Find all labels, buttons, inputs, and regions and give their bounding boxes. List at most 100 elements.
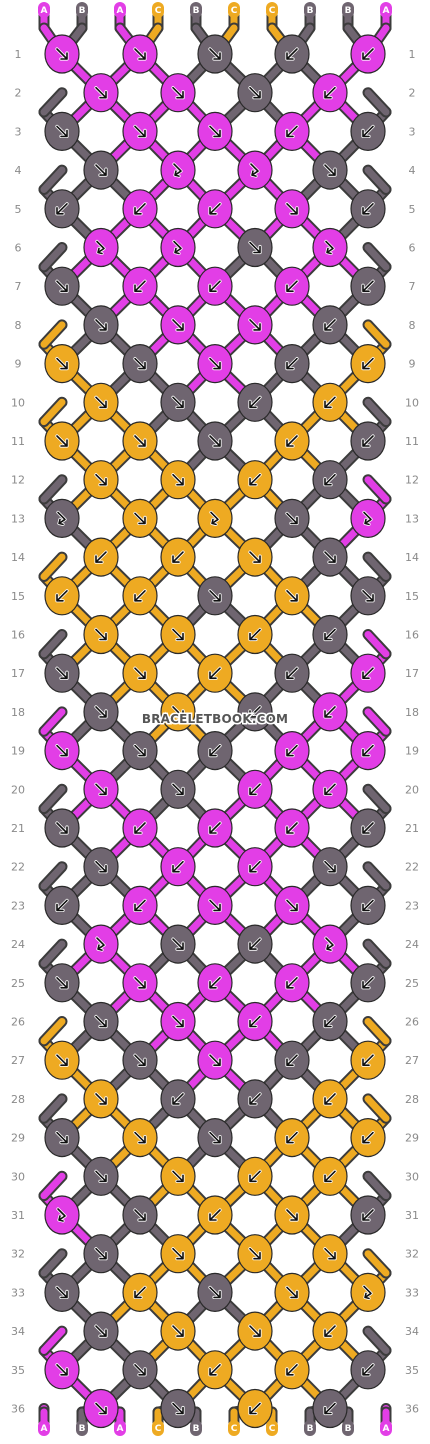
direction-arrow-icon [248,86,262,100]
direction-arrow-icon [94,860,108,874]
direction-arrow-icon [285,202,299,216]
arrow-stroke [56,203,68,215]
direction-arrow-icon [133,821,147,835]
row-number-left: 25 [11,977,25,990]
direction-arrow-icon [94,86,108,100]
string-label-top: A [117,6,124,16]
direction-arrow-icon [285,357,299,371]
edge-strand-right [364,785,390,813]
direction-arrow-icon [285,279,299,293]
arrow-stroke [56,899,68,912]
direction-arrow-icon [361,666,375,680]
direction-arrow-icon [95,936,106,952]
arrow-stroke [249,319,261,331]
direction-arrow-icon [361,1363,375,1377]
string-label-bottom-pill [190,1420,202,1436]
edge-strand-right [364,863,390,890]
direction-arrow-icon [248,705,262,719]
edge-strand-right [364,1172,390,1200]
row-number-right: 4 [409,164,416,177]
string-label-bottom-pill [266,1420,278,1436]
arrow-stroke [324,86,336,99]
direction-arrow-icon [248,1169,262,1183]
row-number-left: 9 [15,358,22,371]
direction-arrow-icon [133,744,147,758]
arrow-stroke [325,937,334,951]
row-number-left: 36 [11,1403,25,1416]
arrow-stroke [134,1131,146,1144]
arrow-stroke [172,1093,184,1105]
edge-strand-right [364,321,390,348]
arrow-stroke [95,396,107,409]
string-label-top-pill [190,2,202,18]
arrow-stroke [286,48,298,60]
arrow-stroke [286,280,298,292]
arrow-stroke [324,551,336,563]
arrow-stroke [286,357,298,370]
arrow-stroke [56,125,68,138]
edge-strand-right [364,1018,390,1045]
direction-arrow-icon [171,1247,185,1261]
direction-arrow-icon [94,163,108,177]
direction-arrow-icon [133,511,147,525]
arrow-stroke [209,280,221,292]
row-number-right: 10 [405,396,419,409]
row-number-right: 9 [409,358,416,371]
string-label-top: C [155,6,162,16]
string-label-bottom-pill [380,1420,392,1436]
direction-arrow-icon [94,1014,108,1029]
direction-arrow-icon [94,1247,108,1261]
row-number-left: 34 [11,1325,25,1338]
direction-arrow-icon [95,239,106,256]
direction-arrow-icon [55,976,69,990]
edge-strand-left [40,863,66,890]
arrow-stroke [56,48,68,60]
string-label-bottom: A [383,1424,390,1434]
direction-arrow-icon [94,318,108,332]
direction-arrow-icon [171,1169,185,1183]
string-label-bottom: B [307,1424,314,1434]
arrow-stroke [173,163,182,177]
row-number-right: 21 [405,822,419,835]
arrow-stroke [56,1286,68,1299]
arrow-stroke [209,357,221,370]
row-number-left: 19 [11,745,25,758]
arrow-stroke [286,744,298,757]
direction-arrow-icon [171,1014,185,1029]
edge-strand-right [364,553,390,580]
arrow-stroke [286,1131,298,1144]
row-number-right: 20 [405,783,419,796]
arrow-stroke [134,357,146,370]
arrow-stroke [56,280,68,292]
direction-arrow-icon [171,318,185,332]
row-number-left: 28 [11,1093,25,1106]
arrow-stroke [95,1325,107,1337]
row-number-left: 23 [11,899,25,912]
arrow-stroke [249,783,261,796]
direction-arrow-icon [361,898,375,912]
direction-arrow-icon [285,1131,299,1145]
direction-arrow-icon [56,510,67,526]
edge-strand-right [364,1250,390,1277]
arrow-stroke [172,86,184,99]
arrow-stroke [209,667,221,679]
arrow-stroke [209,435,221,447]
direction-arrow-icon [55,1131,69,1145]
arrow-stroke [286,203,298,215]
string-label-top-pill [304,2,316,18]
arrow-stroke [286,1286,298,1299]
arrow-stroke [362,667,374,679]
string-label-top-pill [76,2,88,18]
arrow-stroke [249,860,261,873]
arrow-stroke [56,1364,68,1376]
arrow-stroke [324,783,336,796]
arrow-stroke [363,1285,372,1300]
direction-arrow-icon [285,1285,299,1299]
row-number-right: 16 [405,629,419,642]
arrow-stroke [134,203,146,215]
direction-arrow-icon [248,627,262,642]
string-label-top: B [345,6,352,16]
row-number-left: 17 [11,667,25,680]
arrow-stroke [362,125,374,138]
